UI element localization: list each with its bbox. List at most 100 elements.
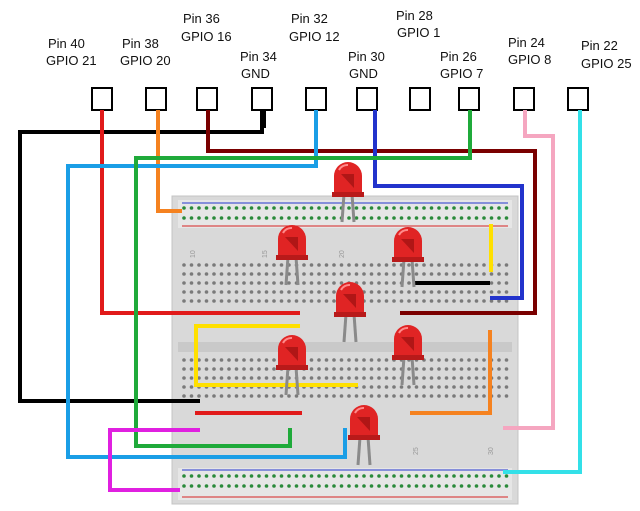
breadboard-hole: [369, 263, 374, 267]
breadboard-hole: [249, 358, 254, 362]
breadboard-hole: [309, 474, 314, 478]
breadboard-hole: [189, 474, 194, 478]
breadboard-hole: [429, 394, 434, 398]
breadboard-hole: [399, 206, 404, 210]
breadboard-hole: [444, 216, 449, 220]
breadboard-hole: [482, 290, 486, 294]
breadboard-hole: [467, 263, 471, 267]
breadboard-hole: [287, 216, 291, 220]
breadboard-hole: [422, 484, 426, 488]
breadboard-hole: [437, 376, 441, 380]
breadboard-hole: [377, 385, 381, 389]
breadboard-hole: [467, 299, 471, 303]
wire-orange-pin38: [156, 110, 182, 213]
breadboard-hole: [182, 358, 186, 362]
breadboard-hole: [324, 290, 329, 294]
breadboard-hole: [437, 367, 441, 371]
breadboard-hole: [189, 358, 194, 362]
pin-number-label: Pin 38: [122, 36, 159, 51]
breadboard-hole: [257, 272, 261, 276]
breadboard-hole: [422, 474, 426, 478]
breadboard-hole: [234, 358, 239, 362]
pin-number-label: Pin 24: [508, 35, 545, 50]
breadboard-hole: [399, 299, 404, 303]
breadboard-hole: [309, 290, 314, 294]
breadboard-hole: [212, 290, 216, 294]
wire-pink-pin24: [503, 110, 555, 430]
breadboard-hole: [459, 272, 464, 276]
breadboard-hole: [264, 281, 269, 285]
breadboard-hole: [212, 358, 216, 362]
breadboard-hole: [452, 484, 456, 488]
breadboard-hole: [407, 290, 411, 294]
breadboard-hole: [482, 358, 486, 362]
breadboard-hole: [384, 394, 389, 398]
breadboard-hole: [429, 376, 434, 380]
breadboard-hole: [444, 299, 449, 303]
gpio-label: GPIO 20: [120, 53, 171, 68]
breadboard-hole: [362, 216, 366, 220]
breadboard-hole: [474, 484, 479, 488]
breadboard-hole: [429, 358, 434, 362]
breadboard-hole: [369, 367, 374, 371]
breadboard-hole: [414, 394, 419, 398]
breadboard-hole: [189, 216, 194, 220]
gpio-label: GPIO 7: [440, 66, 483, 81]
breadboard-hole: [219, 206, 224, 210]
breadboard-hole: [212, 484, 216, 488]
breadboard-hole: [302, 474, 306, 478]
breadboard-hole: [377, 299, 381, 303]
gpio-label: GPIO 16: [181, 29, 232, 44]
breadboard-hole: [204, 474, 209, 478]
breadboard-hole: [377, 394, 381, 398]
breadboard-hole: [422, 290, 426, 294]
breadboard-hole: [369, 206, 374, 210]
breadboard-hole: [444, 484, 449, 488]
breadboard-hole: [294, 206, 299, 210]
breadboard-hole: [234, 394, 239, 398]
breadboard-hole: [482, 376, 486, 380]
breadboard-hole: [264, 394, 269, 398]
breadboard-hole: [497, 299, 501, 303]
breadboard-hole: [452, 206, 456, 210]
breadboard-hole: [497, 385, 501, 389]
breadboard-hole: [257, 216, 261, 220]
breadboard-hole: [294, 299, 299, 303]
breadboard-hole: [197, 216, 201, 220]
breadboard-hole: [272, 290, 276, 294]
breadboard-hole: [212, 474, 216, 478]
breadboard-hole: [324, 272, 329, 276]
breadboard-hole: [204, 376, 209, 380]
breadboard-hole: [497, 281, 501, 285]
breadboard-hole: [467, 358, 471, 362]
breadboard-hole: [347, 394, 351, 398]
breadboard-hole: [227, 394, 231, 398]
breadboard-hole: [257, 367, 261, 371]
breadboard-hole: [249, 263, 254, 267]
breadboard-hole: [287, 474, 291, 478]
breadboard-hole: [324, 281, 329, 285]
pin-box-22: [567, 87, 589, 111]
breadboard-hole: [422, 299, 426, 303]
breadboard-hole: [302, 216, 306, 220]
breadboard-hole: [414, 474, 419, 478]
breadboard-hole: [197, 484, 201, 488]
breadboard-hole: [459, 358, 464, 362]
breadboard-hole: [227, 216, 231, 220]
wire-cyan-pin22: [503, 110, 582, 474]
breadboard-hole: [324, 367, 329, 371]
breadboard-hole: [182, 216, 186, 220]
breadboard-hole: [392, 290, 396, 294]
breadboard-hole: [422, 263, 426, 267]
breadboard-hole: [257, 290, 261, 294]
breadboard-hole: [482, 216, 486, 220]
breadboard-hole: [497, 290, 501, 294]
pin-number-label: Pin 30: [348, 49, 385, 64]
breadboard-hole: [354, 216, 359, 220]
breadboard-hole: [414, 290, 419, 294]
breadboard-hole: [452, 376, 456, 380]
breadboard-hole: [317, 367, 321, 371]
breadboard-hole: [429, 216, 434, 220]
breadboard-hole: [242, 272, 246, 276]
breadboard-hole: [362, 367, 366, 371]
